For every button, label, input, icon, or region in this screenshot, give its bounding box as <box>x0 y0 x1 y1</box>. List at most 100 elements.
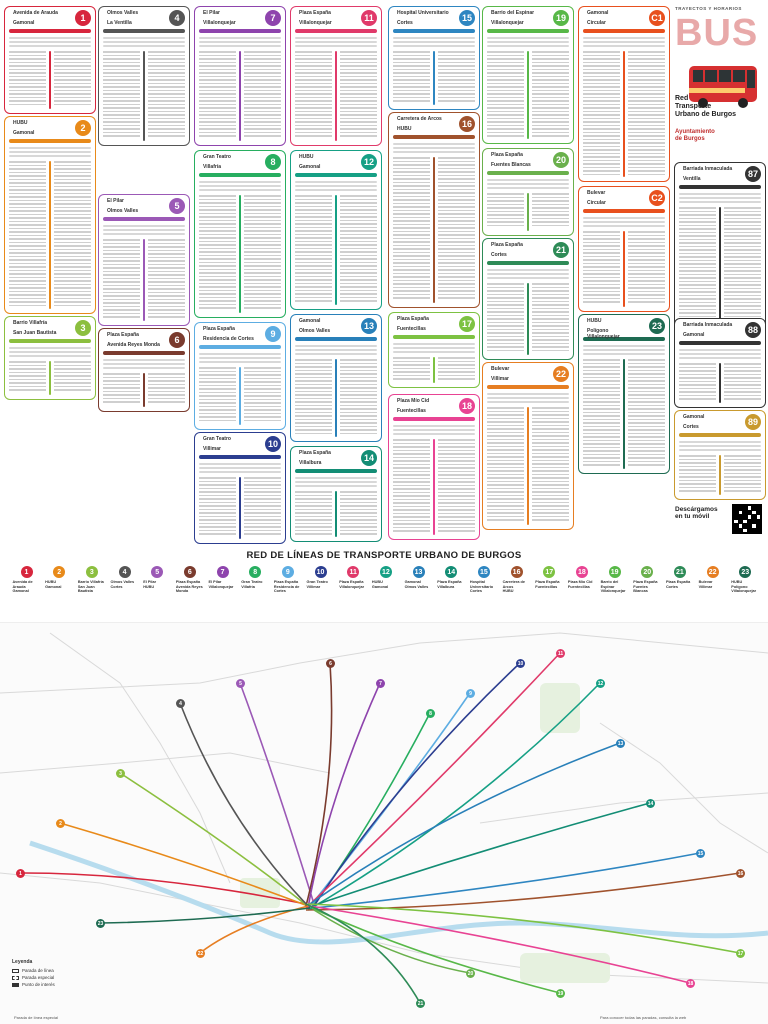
legend-from: HUBU <box>371 580 383 584</box>
card-badge-box: 87 <box>745 166 761 182</box>
frequency-info <box>675 437 765 455</box>
map-badge-1[interactable]: 1 <box>16 869 25 878</box>
map-badge-20[interactable]: 20 <box>466 969 475 978</box>
card-badge-box: 17 <box>459 316 475 332</box>
map-badge-17[interactable]: 17 <box>736 949 745 958</box>
qr-code-icon[interactable] <box>732 504 762 534</box>
legend-badge: 14 <box>445 566 458 578</box>
frequency-info <box>579 341 669 359</box>
map-badge-22[interactable]: 22 <box>196 949 205 958</box>
map-badge-12[interactable]: 12 <box>596 679 605 688</box>
map-badge-15[interactable]: 15 <box>696 849 705 858</box>
map-badge-18[interactable]: 18 <box>686 979 695 988</box>
card-badge-box: 12 <box>361 154 377 170</box>
map-badge-16[interactable]: 16 <box>736 869 745 878</box>
map-badge-3[interactable]: 3 <box>116 769 125 778</box>
stop-list <box>679 363 761 403</box>
line-number-badge: 1 <box>75 10 91 26</box>
legend-to: Gamonal <box>12 589 29 593</box>
map-badge-19[interactable]: 19 <box>556 989 565 998</box>
map-badge-21[interactable]: 21 <box>416 999 425 1008</box>
legend-from: Plaza España <box>339 580 364 584</box>
map-badge-6[interactable]: 6 <box>326 659 335 668</box>
map-badge-13[interactable]: 13 <box>616 739 625 748</box>
map-badge-14[interactable]: 14 <box>646 799 655 808</box>
map-badge-11[interactable]: 11 <box>556 649 565 658</box>
map-badge-4[interactable]: 4 <box>176 699 185 708</box>
card-to: Villafría <box>203 164 221 170</box>
route-line-5 <box>239 682 315 905</box>
map-badge-23[interactable]: 23 <box>96 919 105 928</box>
line-color-bar <box>487 385 569 389</box>
map-badge-2[interactable]: 2 <box>56 819 65 828</box>
map-badge-10[interactable]: 10 <box>516 659 525 668</box>
map-legend-label: Parada de línea <box>22 968 54 973</box>
legend-to: Avenida Reyes Monda <box>175 584 203 594</box>
card-from: Gran Teatro <box>203 154 231 160</box>
map-badge-5[interactable]: 5 <box>236 679 245 688</box>
map-badge-7[interactable]: 7 <box>376 679 385 688</box>
map-badge-9[interactable]: 9 <box>466 689 475 698</box>
line-number-badge: 20 <box>553 152 569 168</box>
map-badge-8[interactable]: 8 <box>426 709 435 718</box>
legend-from: Plaza España <box>665 580 691 584</box>
